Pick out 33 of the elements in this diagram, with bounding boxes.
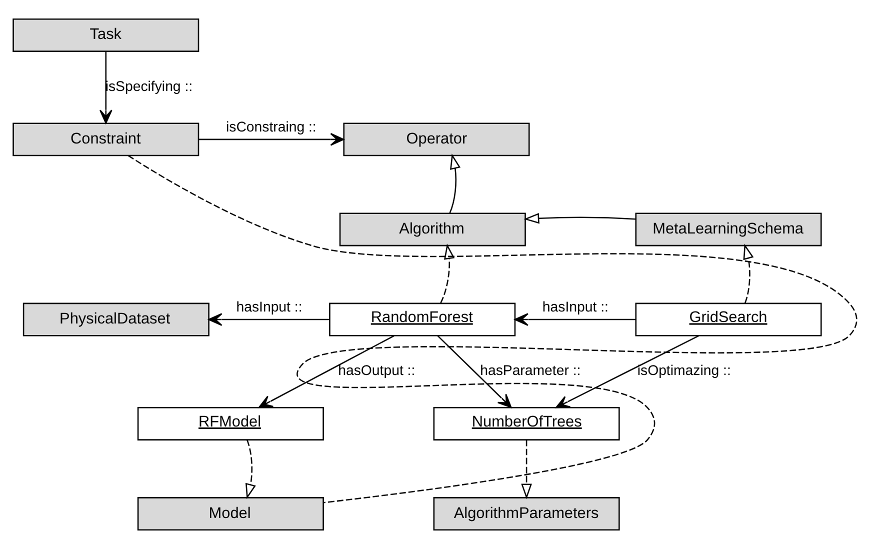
- arrow: [524, 212, 636, 224]
- node-box: Model: [137, 496, 324, 530]
- edge-label: hasParameter ::: [480, 362, 581, 378]
- edge-label: hasInput ::: [542, 298, 608, 314]
- edge-label: hasOutput ::: [338, 362, 416, 378]
- arrow: [198, 132, 344, 146]
- arrow: [437, 334, 512, 408]
- node-box: RFModel: [137, 406, 324, 440]
- edge-label: isConstraing ::: [226, 118, 316, 134]
- arrow: [258, 334, 394, 408]
- arrow: [449, 153, 461, 213]
- node-box: MetaLearningSchema: [635, 212, 822, 246]
- edge-label: isSpecifying ::: [105, 77, 193, 94]
- arrow: [514, 312, 636, 326]
- node-box: Operator: [343, 122, 530, 156]
- edge-label: hasInput ::: [236, 298, 302, 314]
- edge-label: isOptimazing ::: [637, 362, 731, 378]
- arrow: [556, 334, 699, 408]
- arrow: [99, 51, 112, 124]
- node-box: GridSearch: [635, 302, 822, 336]
- node-box: AlgorithmParameters: [433, 496, 620, 530]
- node-box: Constraint: [12, 122, 200, 156]
- node-box: NumberOfTrees: [433, 406, 620, 440]
- node-box: Algorithm: [339, 212, 526, 246]
- arrow: [521, 439, 532, 499]
- arrow: [245, 439, 256, 499]
- node-box: PhysicalDataset: [22, 302, 210, 336]
- arrow: [440, 243, 455, 303]
- connector: [128, 154, 856, 503]
- arrow: [743, 243, 754, 303]
- node-box: RandomForest: [329, 302, 516, 336]
- node-box: Task: [12, 18, 200, 52]
- arrow: [208, 312, 330, 326]
